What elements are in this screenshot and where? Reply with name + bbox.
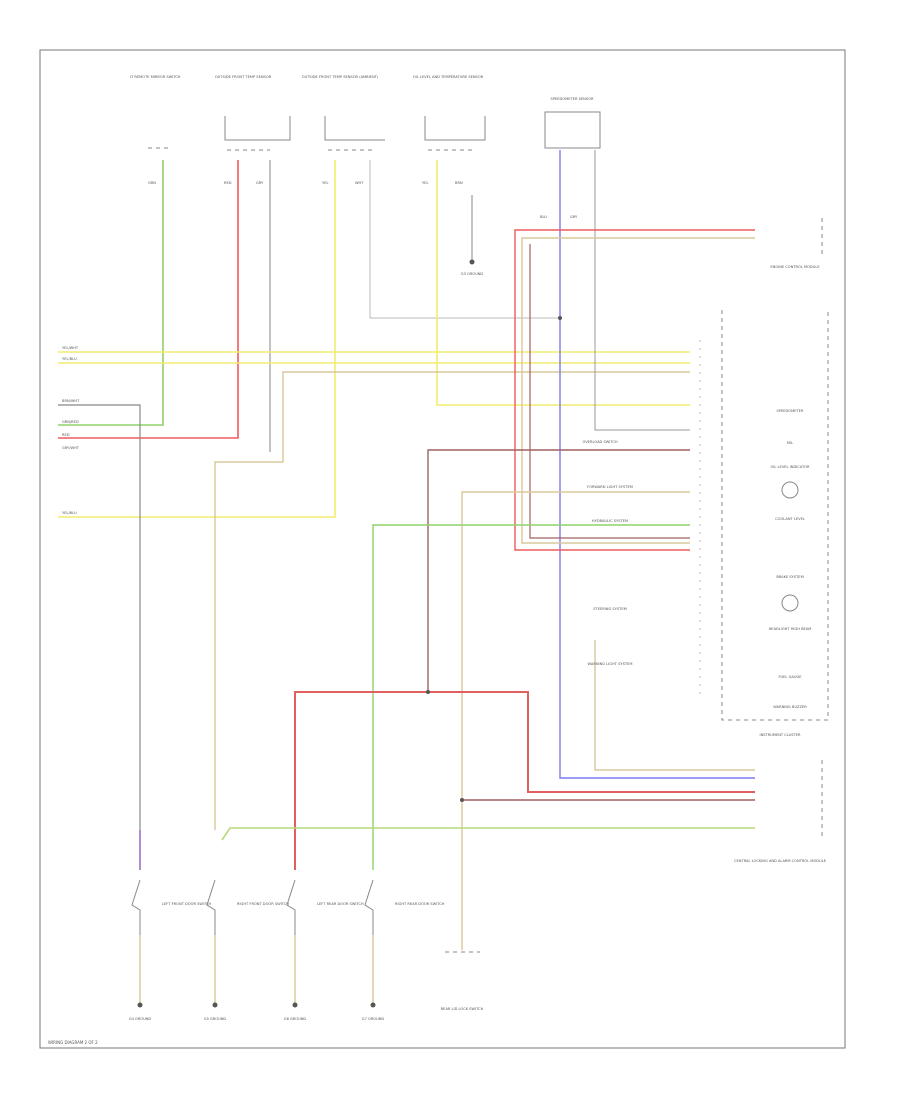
ground-icon-3 xyxy=(292,1002,298,1008)
wire-tan-left xyxy=(214,371,690,830)
top-wire-label-9: GRY xyxy=(570,215,578,219)
left-wire-label-1: YEL/WHT xyxy=(62,346,79,350)
top-component-label-4: OIL LEVEL AND TEMPERATURE SENSOR xyxy=(413,75,484,79)
top-wire-label-1: GRN xyxy=(148,181,156,185)
top-wire-label-3: GRY xyxy=(256,181,264,185)
wire-tan-mid xyxy=(461,491,690,950)
door-switch-2 xyxy=(206,879,218,1008)
ground-icon-4 xyxy=(370,1002,376,1008)
ground-icon-1 xyxy=(137,1002,143,1008)
module-label-central-locking: CENTRAL LOCKING AND ALARM CONTROL MODULE xyxy=(734,859,827,863)
cluster-item-6: HEADLIGHT HIGH BEAM xyxy=(769,627,812,631)
wire-red-ecm-1 xyxy=(514,229,755,551)
footer-code: WIRING DIAGRAM 2 OF 2 xyxy=(48,1040,98,1045)
wire-red-loop xyxy=(294,691,755,870)
door-switch-3 xyxy=(286,879,298,1008)
top-component-label-5: SPEEDOMETER SENSOR xyxy=(551,97,594,101)
mid-label-3: HYDRAULIC SYSTEM xyxy=(592,519,628,523)
left-wire-label-4: GRN/RED xyxy=(62,420,79,424)
wire-tan-ecm xyxy=(521,237,755,544)
top-component-label-3: OUTSIDE FRONT TEMP SENSOR (AMBIENT) xyxy=(302,75,379,79)
brake-system-icon xyxy=(781,594,799,612)
cluster-item-7: FUEL GAUGE xyxy=(778,675,802,679)
wire-green-mid xyxy=(372,524,690,870)
switch-label-2: RIGHT FRONT DOOR SWITCH xyxy=(237,902,289,906)
bottom-component-label: REAR LID LOCK SWITCH xyxy=(441,1007,484,1011)
top-wire-label-6: YEL xyxy=(422,181,428,185)
switch-label-1: LEFT FRONT DOOR SWITCH xyxy=(162,902,211,906)
ground-top-icon xyxy=(469,259,475,265)
top-wire-label-2: RED xyxy=(224,181,232,185)
wire-brown-ecm xyxy=(529,244,690,539)
switch-ground-4: G7 GROUND xyxy=(362,1017,385,1021)
cluster-item-5: BRAKE SYSTEM xyxy=(776,575,803,579)
mid-label-2: FORWARD LIGHT SYSTEM xyxy=(587,485,633,489)
mid-label-1: OVERLOAD SWITCH xyxy=(582,440,617,444)
ground-top-label: G3 GROUND xyxy=(461,272,484,276)
left-wire-label-2: YEL/BLU xyxy=(62,357,77,361)
left-wire-label-6: GRY/WHT xyxy=(62,446,80,450)
switch-ground-2: G5 GROUND xyxy=(204,1017,227,1021)
top-component-label-1: LT REMOTE MIRROR SWITCH xyxy=(130,75,181,79)
component-box-3 xyxy=(324,116,385,141)
module-label-cluster: INSTRUMENT CLUSTER xyxy=(760,733,801,737)
top-component-label-2: OUTSIDE FRONT TEMP SENSOR xyxy=(215,75,272,79)
oil-level-indicator-icon xyxy=(781,481,799,499)
left-wire-label-5: RED xyxy=(62,433,70,437)
switch-ground-1: G4 GROUND xyxy=(129,1017,152,1021)
cluster-item-1: SPEEDOMETER xyxy=(777,409,804,413)
ground-icon-2 xyxy=(212,1002,218,1008)
wire-blue xyxy=(559,150,755,779)
wire-green-bottom xyxy=(221,827,755,841)
switch-label-3: LEFT REAR DOOR SWITCH xyxy=(317,902,364,906)
cluster-item-8: WARNING BUZZER xyxy=(773,705,807,709)
top-wire-label-5: WHT xyxy=(355,181,364,185)
cluster-item-3: OIL LEVEL INDICATOR xyxy=(771,465,810,469)
left-wire-label-7: YEL/BLU xyxy=(62,511,77,515)
cluster-item-2: MIL xyxy=(787,441,793,445)
component-box-2 xyxy=(224,116,291,141)
instrument-cluster-box xyxy=(721,310,829,721)
top-wire-label-4: YEL xyxy=(322,181,328,185)
cluster-item-4: COOLANT LEVEL xyxy=(775,517,805,521)
wire-gray-left xyxy=(58,404,141,830)
top-wire-label-7: BRN xyxy=(455,181,463,185)
wire-gray-c3 xyxy=(369,160,560,319)
module-label-ecm: ENGINE CONTROL MODULE xyxy=(770,265,820,269)
door-switch-1 xyxy=(131,879,143,1008)
wire-brown-mid xyxy=(427,449,690,692)
wire-gray-speed xyxy=(594,150,690,431)
mid-label-5: WARNING LIGHT SYSTEM xyxy=(588,662,633,666)
left-wire-label-3: BRN/WHT xyxy=(62,399,80,403)
diagram-frame xyxy=(39,49,846,1049)
switch-ground-3: G6 GROUND xyxy=(284,1017,307,1021)
top-wire-label-8: BLU xyxy=(540,215,547,219)
mid-label-4: STEERING SYSTEM xyxy=(593,607,627,611)
wire-yellow-c4 xyxy=(436,160,690,406)
speedometer-sensor-box xyxy=(544,111,601,149)
switch-label-4: RIGHT REAR DOOR SWITCH xyxy=(395,902,445,906)
door-switch-4 xyxy=(364,879,376,1008)
wire-tan-lower xyxy=(594,640,755,771)
wire-yellow-c3 xyxy=(58,160,336,518)
wire-green xyxy=(58,160,164,426)
wire-red-left xyxy=(58,160,239,439)
component-box-4 xyxy=(424,116,486,141)
